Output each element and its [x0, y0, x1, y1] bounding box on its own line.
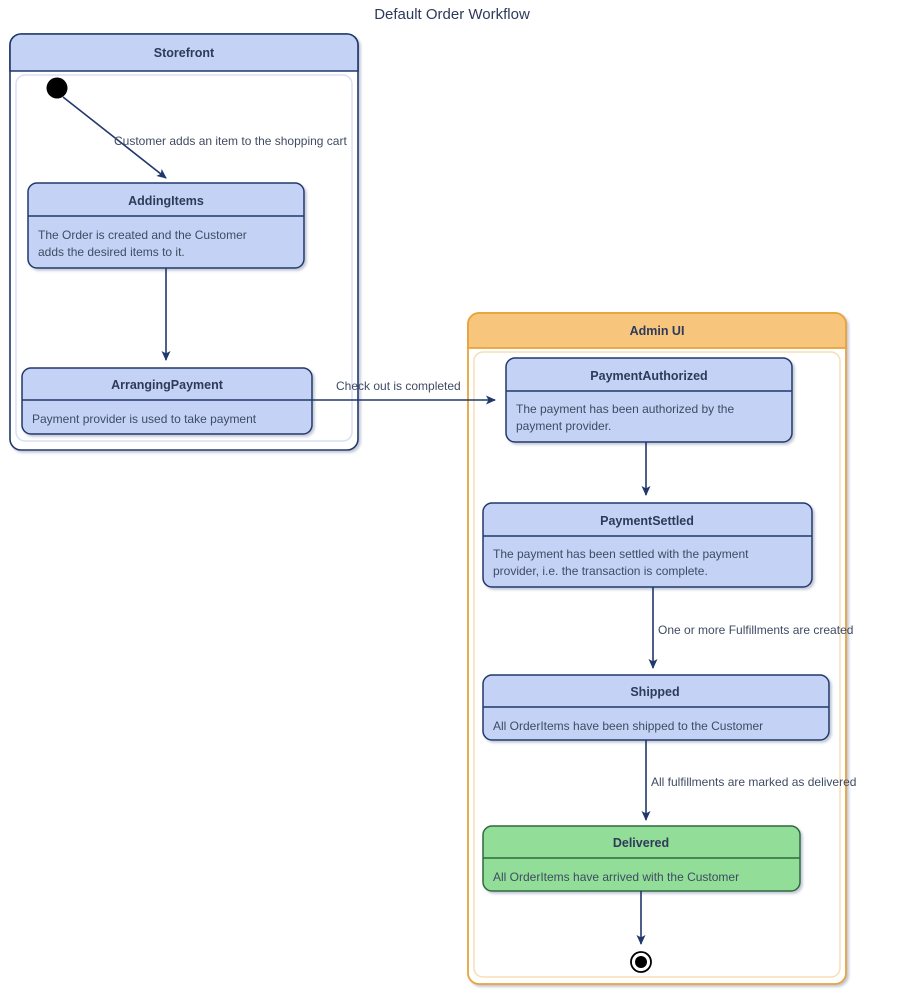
transition-label-t6: All fulfillments are marked as delivered [651, 775, 856, 789]
state-shipped[interactable]: Shipped All OrderItems have been shipped… [482, 674, 830, 741]
state-adding-items[interactable]: AddingItems The Order is created and the… [27, 182, 305, 269]
arranging-payment-box [21, 367, 313, 435]
delivered-desc-line-1: All OrderItems have arrived with the Cus… [493, 870, 739, 884]
adding-items-title: AddingItems [128, 194, 204, 208]
admin-ui-header-band [467, 312, 847, 349]
shipped-title: Shipped [630, 685, 679, 699]
final-state-inner-dot [635, 956, 647, 968]
payment-authorized-desc-line-1: The payment has been authorized by the [516, 402, 734, 416]
payment-authorized-title: PaymentAuthorized [590, 369, 707, 383]
payment-settled-desc-line-1: The payment has been settled with the pa… [493, 547, 749, 561]
arranging-payment-desc-line-1: Payment provider is used to take payment [32, 412, 257, 426]
payment-settled-desc-line-2: provider, i.e. the transaction is comple… [493, 564, 708, 578]
delivered-title: Delivered [613, 836, 669, 850]
initial-state-node [46, 77, 68, 99]
adding-items-desc-line-2: adds the desired items to it. [38, 245, 185, 259]
page-title: Default Order Workflow [374, 6, 530, 23]
transition-label-t1: Customer adds an item to the shopping ca… [114, 134, 347, 148]
state-payment-authorized[interactable]: PaymentAuthorized The payment has been a… [505, 357, 793, 443]
payment-settled-title: PaymentSettled [600, 514, 694, 528]
admin-ui-title: Admin UI [630, 324, 685, 338]
storefront-title: Storefront [154, 46, 215, 60]
payment-settled-box [482, 502, 813, 588]
transition-label-t5: One or more Fulfillments are created [658, 623, 853, 637]
arranging-payment-title: ArrangingPayment [111, 378, 224, 392]
state-delivered[interactable]: Delivered All OrderItems have arrived wi… [482, 825, 801, 892]
adding-items-desc-line-1: The Order is created and the Customer [38, 228, 247, 242]
transition-initial-to-addingitems [62, 96, 167, 179]
state-arranging-payment[interactable]: ArrangingPayment Payment provider is use… [21, 367, 313, 435]
storefront-header-band [9, 33, 359, 72]
payment-authorized-desc-line-2: payment provider. [516, 419, 611, 433]
payment-authorized-box [505, 357, 793, 443]
shipped-desc-line-1: All OrderItems have been shipped to the … [493, 719, 763, 733]
transition-label-t3: Check out is completed [336, 379, 461, 393]
final-state-node [630, 951, 652, 973]
state-payment-settled[interactable]: PaymentSettled The payment has been sett… [482, 502, 813, 588]
